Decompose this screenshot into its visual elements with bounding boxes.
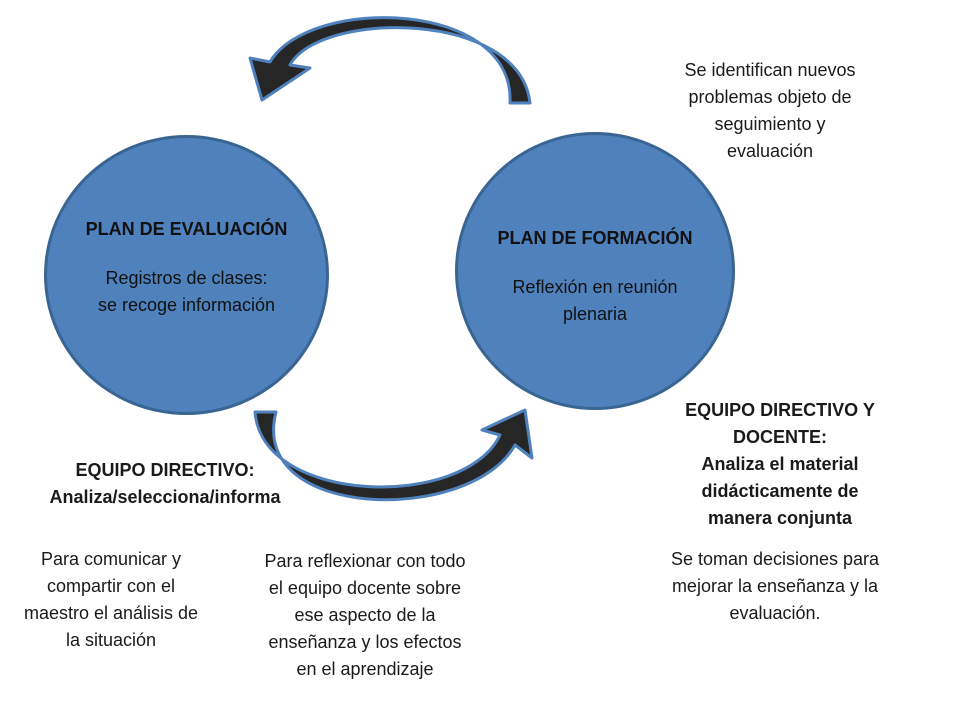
plan-formacion-title: PLAN DE FORMACIÓN — [497, 228, 693, 248]
text-line: didácticamente de — [701, 481, 859, 501]
plan-formacion-circle — [455, 132, 735, 410]
reflexionar-text: Para reflexionar con todo el equipo doce… — [235, 548, 495, 683]
plan-evaluacion-line1: Registros de clases: — [105, 268, 268, 288]
plan-formacion-line2: plenaria — [562, 304, 628, 324]
nuevos-problemas-text: Se identifican nuevos problemas objeto d… — [640, 57, 900, 165]
text-line: la situación — [65, 630, 157, 650]
text-line: EQUIPO DIRECTIVO Y — [685, 400, 875, 420]
text-line: evaluación — [726, 141, 814, 161]
text-line: manera conjunta — [707, 508, 853, 528]
text-line: Se identifican nuevos — [684, 60, 856, 80]
text-line: compartir con el — [46, 576, 176, 596]
equipo-directivo-docente-label: EQUIPO DIRECTIVO Y DOCENTE: Analiza el m… — [650, 397, 910, 532]
text-line: DOCENTE: — [733, 427, 827, 447]
plan-formacion-text: PLAN DE FORMACIÓN Reflexión en reunión p… — [455, 225, 735, 328]
top-curved-arrow — [248, 16, 532, 105]
text-line: Analiza/selecciona/informa — [49, 487, 281, 507]
plan-formacion-line1: Reflexión en reunión — [512, 277, 678, 297]
plan-evaluacion-line2: se recoge información — [97, 295, 276, 315]
text-line: mejorar la enseñanza y la — [671, 576, 879, 596]
bottom-curved-arrow — [253, 408, 534, 502]
text-line: en el aprendizaje — [296, 659, 434, 679]
text-line: Para comunicar y — [40, 549, 182, 569]
text-line: Analiza el material — [701, 454, 859, 474]
text-line: Se toman decisiones para — [670, 549, 880, 569]
plan-evaluacion-title: PLAN DE EVALUACIÓN — [85, 219, 288, 239]
text-line: problemas objeto de — [688, 87, 852, 107]
plan-evaluacion-text: PLAN DE EVALUACIÓN Registros de clases: … — [44, 216, 329, 319]
equipo-directivo-label: EQUIPO DIRECTIVO: Analiza/selecciona/inf… — [10, 457, 320, 511]
text-line: seguimiento y — [714, 114, 826, 134]
plan-evaluacion-circle — [44, 135, 329, 415]
text-line: el equipo docente sobre — [268, 578, 462, 598]
text-line: ese aspecto de la — [294, 605, 436, 625]
text-line: maestro el análisis de — [23, 603, 199, 623]
text-line: Para reflexionar con todo — [264, 551, 466, 571]
text-line: enseñanza y los efectos — [268, 632, 462, 652]
decisiones-text: Se toman decisiones para mejorar la ense… — [635, 546, 915, 627]
text-line: EQUIPO DIRECTIVO: — [75, 460, 255, 480]
comunicar-text: Para comunicar y compartir con el maestr… — [0, 546, 222, 654]
text-line: evaluación. — [729, 603, 821, 623]
